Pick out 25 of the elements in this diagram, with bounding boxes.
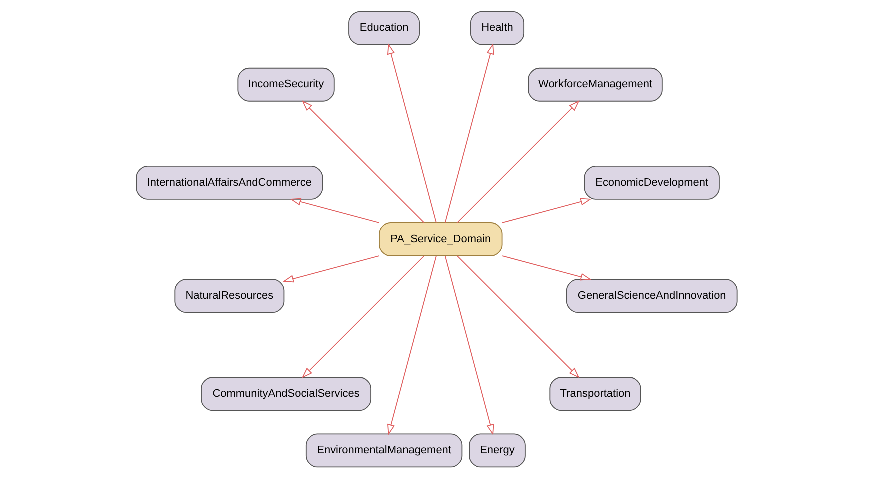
arrow — [456, 256, 580, 378]
node-box: WorkforceManagement — [528, 68, 662, 102]
node-box: EconomicDevelopment — [584, 166, 720, 200]
arrow — [290, 198, 380, 224]
arrow — [387, 256, 436, 436]
arrow — [444, 256, 494, 436]
node-box: NaturalResources — [174, 279, 284, 314]
node-box: GeneralScienceAndInnovation — [566, 279, 738, 314]
node-box: Transportation — [549, 377, 641, 412]
arrow — [444, 43, 494, 224]
node-box: Health — [470, 11, 524, 46]
arrow — [387, 43, 436, 224]
arrow — [301, 256, 424, 378]
node-box: IncomeSecurity — [237, 68, 334, 102]
node-box: Energy — [468, 434, 526, 468]
arrow — [456, 100, 580, 224]
node-box: PA_Service_Domain — [378, 222, 502, 256]
node-box: CommunityAndSocialServices — [200, 377, 371, 412]
node-box: InternationalAffairsAndCommerce — [136, 166, 323, 200]
node-box: Education — [348, 11, 420, 46]
arrow — [282, 256, 380, 283]
node-box: EnvironmentalManagement — [305, 434, 462, 468]
arrow — [502, 256, 592, 281]
arrow — [301, 100, 424, 224]
arrow — [502, 198, 592, 224]
